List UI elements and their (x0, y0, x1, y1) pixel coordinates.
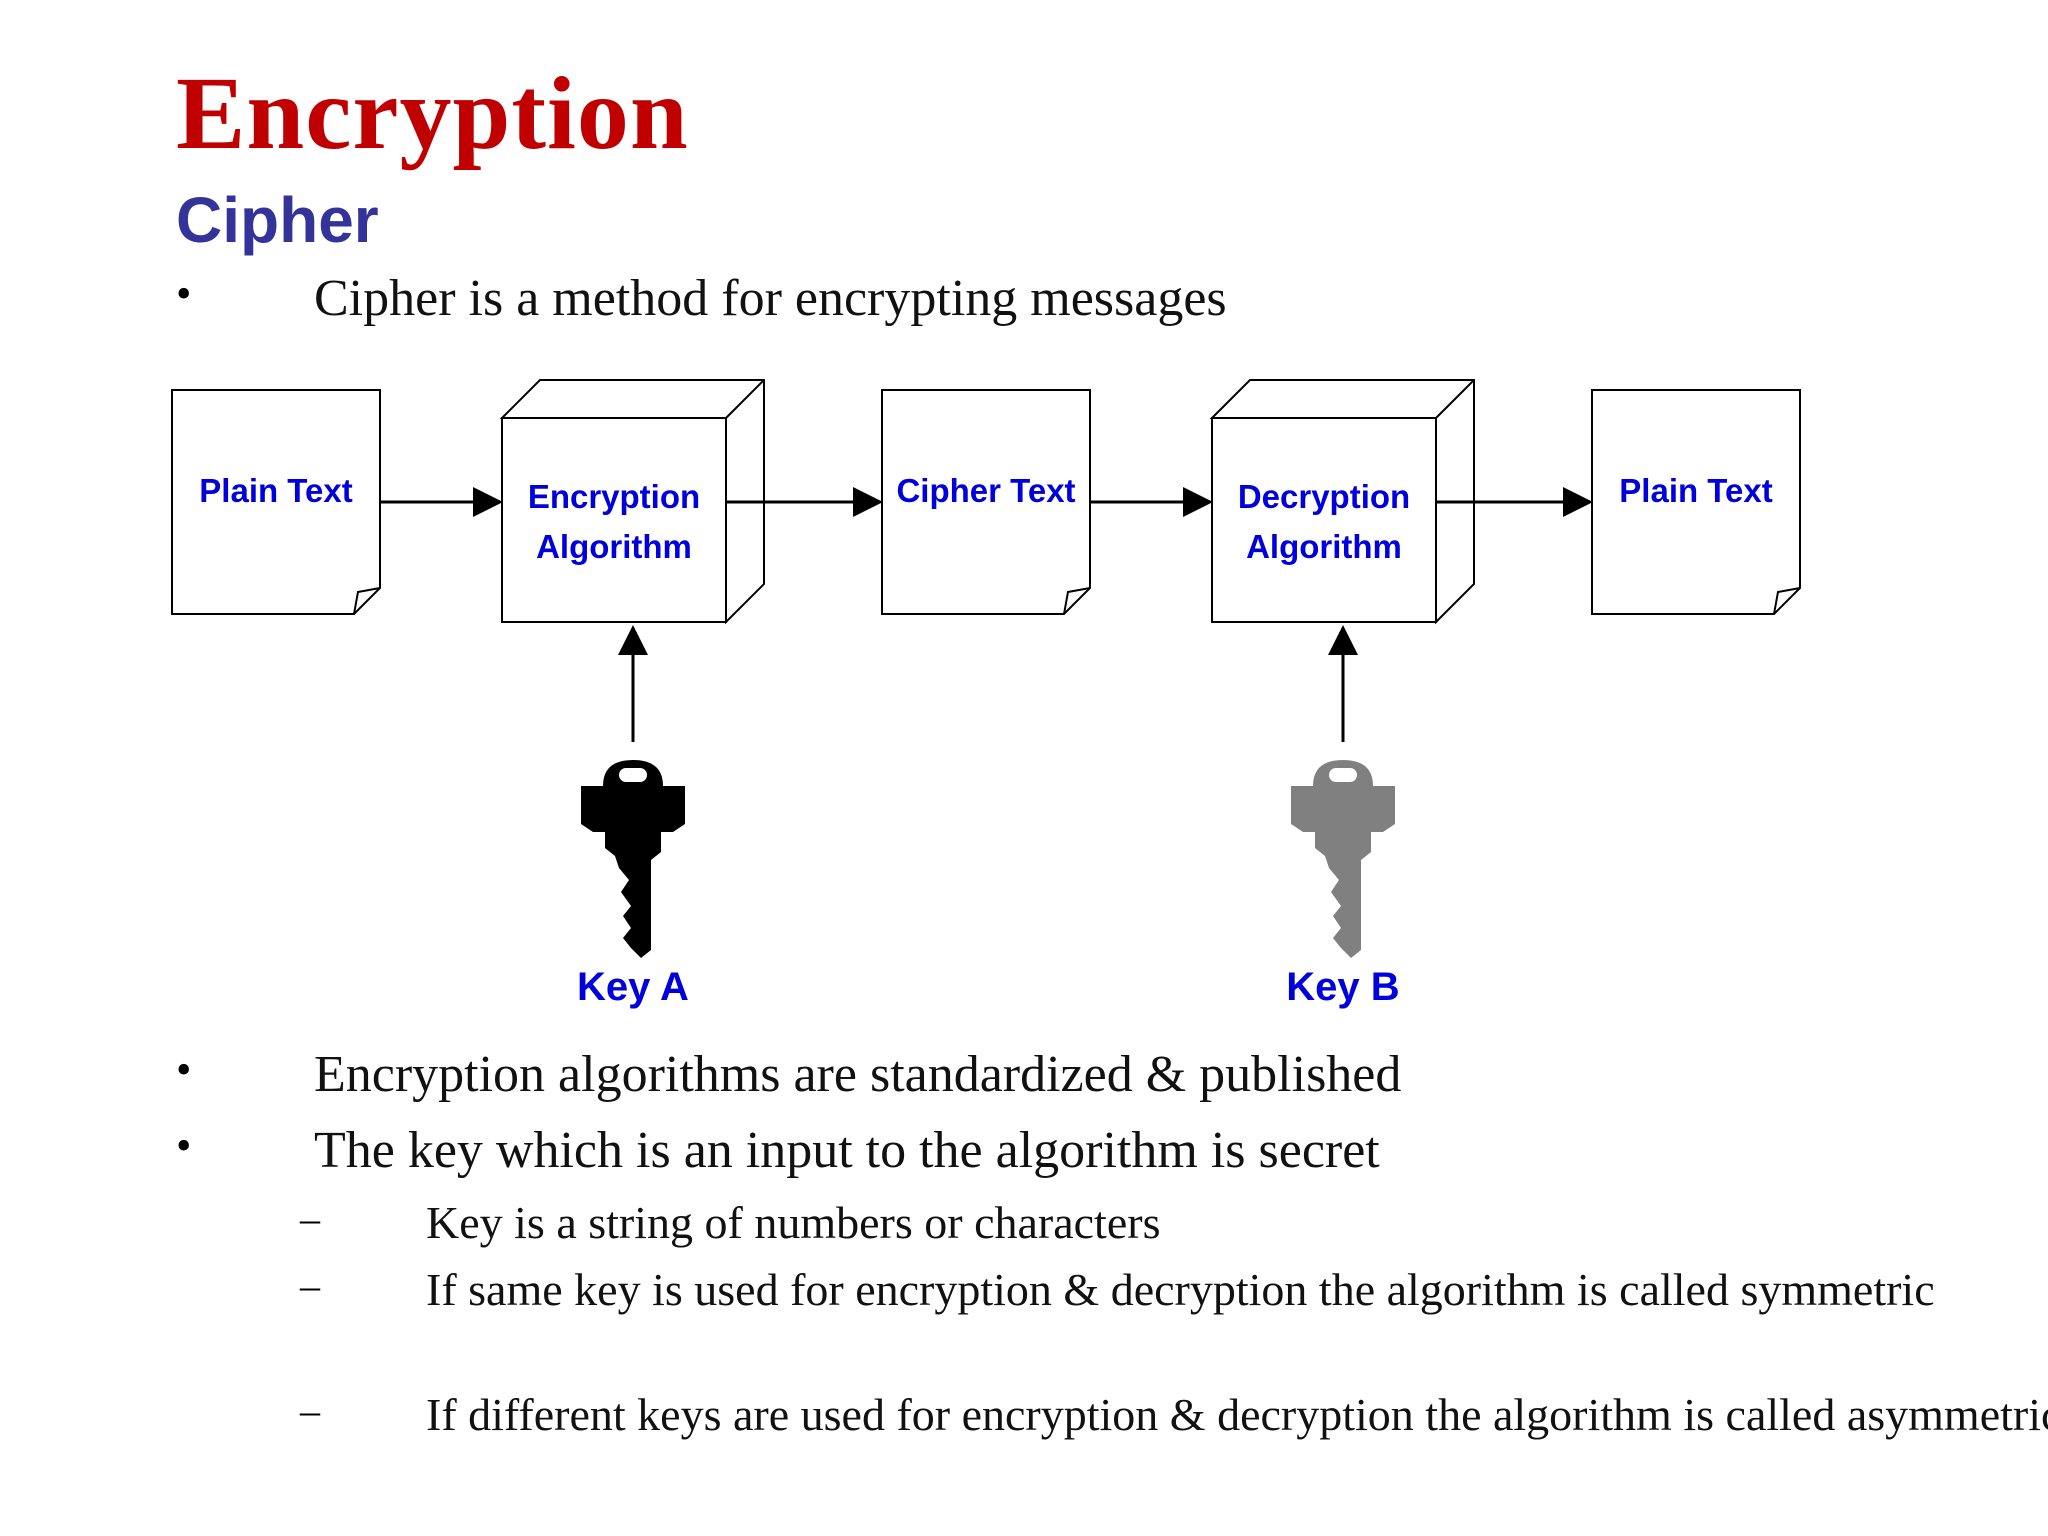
bullet-marker: • (176, 269, 192, 318)
bullet-text: Encryption algorithms are standardized &… (314, 1046, 1402, 1103)
bullet-marker: • (176, 1121, 192, 1170)
sub-bullet-text: Key is a string of numbers or characters (426, 1197, 1161, 1248)
node-label: Algorithm (536, 528, 692, 565)
node-cipher-text: Cipher Text (881, 389, 1091, 615)
node-label: Decryption (1238, 478, 1410, 515)
dash-marker: – (300, 1196, 320, 1241)
intro-bullet-text: Cipher is a method for encrypting messag… (314, 270, 1227, 327)
node-label: Encryption (528, 478, 700, 515)
cube-edge (1435, 379, 1475, 419)
node-label: Plain Text (199, 472, 352, 509)
key-label: Key A (577, 965, 689, 1009)
bullet-marker: • (176, 1045, 192, 1094)
document-shape (881, 389, 1091, 615)
cube-front (1211, 417, 1437, 623)
key-icon (1291, 760, 1395, 958)
bullet-text: The key which is an input to the algorit… (314, 1122, 1380, 1179)
cube-front (501, 417, 727, 623)
key-b: Key B (1286, 625, 1400, 1009)
key-icon (581, 760, 685, 958)
node-label: Plain Text (1619, 472, 1772, 509)
node-plain-text-out: Plain Text (1591, 389, 1801, 615)
slide-subtitle: Cipher (176, 184, 379, 256)
dash-marker: – (300, 1263, 320, 1308)
node-label: Algorithm (1246, 528, 1402, 565)
sub-bullet-text: If same key is used for encryption & dec… (426, 1264, 1935, 1315)
document-shape (171, 389, 381, 615)
cube-edge (725, 379, 765, 419)
diagram-keys: Key A Key B (577, 625, 1400, 1009)
key-hole (619, 768, 647, 782)
document-fold (1063, 587, 1091, 615)
document-shape (1591, 389, 1801, 615)
key-label: Key B (1286, 965, 1399, 1009)
document-fold (353, 587, 381, 615)
sub-bullet-text: If different keys are used for encryptio… (426, 1389, 2048, 1440)
document-fold (1773, 587, 1801, 615)
slide-title: Encryption (176, 56, 689, 171)
dash-marker: – (300, 1388, 320, 1433)
key-a: Key A (577, 625, 689, 1009)
node-label: Cipher Text (896, 472, 1075, 509)
key-hole (1329, 768, 1357, 782)
node-plain-text-in: Plain Text (171, 389, 381, 615)
